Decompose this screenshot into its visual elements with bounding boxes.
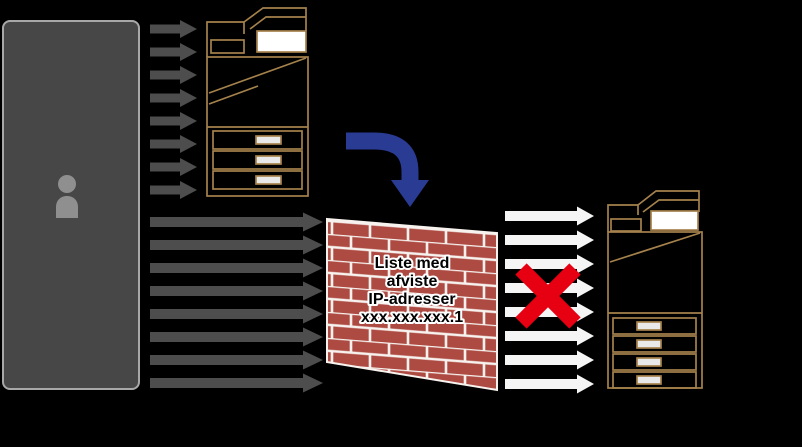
arrow-icon [150, 281, 323, 301]
arrow-icon [150, 212, 323, 232]
arrow-icon [150, 235, 323, 255]
arrow-icon [505, 326, 594, 346]
arrow-icon [150, 327, 323, 347]
traffic-arrows-top [150, 20, 197, 199]
arrow-icon [505, 350, 594, 370]
wall-label-line-4: xxx.xxx.xxx.1 [361, 309, 463, 326]
person-icon [56, 175, 78, 218]
arrow-icon [150, 89, 197, 107]
arrow-icon [150, 304, 323, 324]
wall-label-line-2: afviste [387, 273, 438, 290]
arrow-icon [150, 258, 323, 278]
wall-label-line-1: Liste med [375, 255, 450, 272]
blocked-x-icon [515, 263, 581, 329]
arrow-icon [150, 135, 197, 153]
arrow-icon [505, 374, 594, 394]
firewall-brick-wall-icon [326, 217, 498, 392]
arrow-icon [505, 206, 594, 226]
arrow-icon [150, 20, 197, 38]
arrow-icon [150, 181, 197, 199]
printer-icon-top [206, 7, 309, 197]
arrow-icon [150, 66, 197, 84]
arrow-icon [150, 373, 323, 393]
arrow-icon [150, 43, 197, 61]
traffic-arrows-bottom [150, 212, 323, 393]
arrow-icon [505, 254, 594, 274]
arrow-icon [505, 230, 594, 250]
redirect-arrow-icon [346, 132, 429, 207]
printer-icon-right [607, 190, 703, 389]
wall-label-line-3: IP-adresser [368, 291, 455, 308]
arrow-icon [150, 350, 323, 370]
arrow-icon [150, 158, 197, 176]
arrow-icon [150, 112, 197, 130]
